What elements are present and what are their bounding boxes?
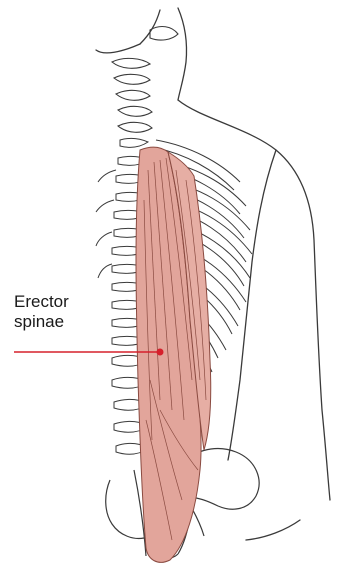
label-line-1: Erector: [14, 292, 134, 312]
cervical-vertebrae: [112, 27, 178, 133]
label-line-2: spinae: [14, 312, 134, 332]
body-outline: [96, 8, 330, 540]
erector-spinae-label: Erector spinae: [14, 292, 134, 332]
erector-spinae-muscle: [136, 147, 211, 562]
